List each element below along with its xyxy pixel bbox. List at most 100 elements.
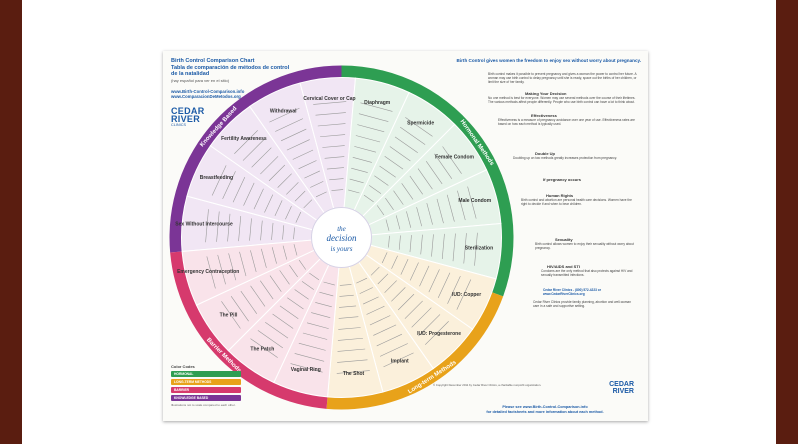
fine-print-line [416,207,423,227]
method-label-6[interactable]: Spermicide [407,120,434,126]
center-line-3: is yours [331,245,353,253]
fine-print-line [315,112,346,116]
fine-print-line [280,128,307,142]
fine-print-line [295,211,302,223]
method-label-14[interactable]: Vaginal Ring [291,367,321,373]
method-label-4[interactable]: Cervical Cover or Cap [303,96,355,102]
fine-print-line [319,291,334,297]
color-legend: Color Codes HORMONAL LONG-TERM METHODS B… [171,364,241,407]
legend-row-barrier: BARRIER [171,387,241,393]
method-label-3[interactable]: Withdrawal [270,108,297,114]
fine-print-line [360,102,393,112]
fine-print-line [298,259,307,270]
fine-print-line [467,186,477,219]
fine-print-line [355,135,381,143]
section-title-1: Effectiveness [531,113,557,118]
method-label-13[interactable]: The Shot [343,371,365,377]
fine-print-line [339,294,354,297]
fine-print-line [285,206,292,220]
fine-print-line [397,293,415,311]
fine-print-line [388,235,390,248]
fine-print-line [243,182,255,206]
fine-print-line [269,107,300,123]
fine-print-line [279,305,299,319]
fine-print-line [304,170,320,179]
fine-print-line [329,178,344,181]
fine-print-line [428,269,440,293]
fine-print-line [324,156,345,159]
method-label-10[interactable]: IUD: Copper [452,292,481,298]
center-line-1: the [337,225,346,233]
fine-print-line [309,272,320,281]
method-label-15[interactable]: The Patch [250,347,274,353]
method-label-12[interactable]: Implant [391,359,409,365]
fine-print-line [370,266,380,276]
double-up-paragraph: Doubling up on two methods greatly incre… [513,156,617,160]
center-disc [311,207,372,268]
fine-print-line [326,167,344,170]
fine-print-line [425,321,449,345]
fine-print-line [452,233,456,262]
fine-print-line [216,211,220,242]
intro-paragraph: Birth control makes it possible to preve… [488,72,637,84]
fine-print-line [358,113,389,122]
fine-print-line [222,171,236,199]
fine-print-line [349,178,364,184]
fine-print-line [242,138,265,161]
fine-print-line [356,277,368,284]
footer-line-1[interactable]: Please see www.Birth-Control-Comparison.… [502,405,588,409]
fine-print-line [298,342,326,351]
legend-row-knowledge: KNOWLEDGE BASED [171,395,241,401]
fine-print-line [232,176,246,203]
fine-print-line [301,281,314,290]
fine-print-line [260,156,279,175]
method-label-16[interactable]: The Pill [220,313,238,319]
fine-print-line [293,227,295,240]
website-link-spanish[interactable]: www.ComparacionDeMetodos.org [171,93,241,99]
fine-print-line [417,168,433,190]
website-link[interactable]: www.Birth-Control-Comparison.info [171,88,245,94]
fine-print-line [275,118,303,132]
fine-print-line [251,147,272,168]
fine-print-line [391,287,406,302]
fine-print-line [323,281,335,286]
method-sectors [181,77,502,398]
fine-print-line [409,235,412,253]
section-title-5: Sexuality [555,237,573,242]
method-label-8[interactable]: Male Condom [458,198,491,204]
fine-print-line [274,200,283,216]
section-title-2: Double Up [535,151,555,156]
method-label-9[interactable]: Sterilization [465,246,493,252]
fine-print-line [250,285,266,307]
fine-print-line [293,244,298,256]
method-text-blocks [205,101,478,374]
footer-logo: CEDAR RIVER [609,381,634,395]
fine-print-line [456,279,472,310]
fine-print-line [405,117,433,137]
method-label-17[interactable]: Emergency Contraception [177,269,239,275]
method-label-11[interactable]: IUD: Progesterone [417,331,461,337]
fine-print-line [373,324,397,336]
method-label-0[interactable]: Sex Without Intercourse [175,221,233,227]
fine-print-line [385,197,394,210]
method-label-2[interactable]: Fertility Awareness [221,136,267,142]
poster: Birth Control Comparison Chart Tabla de … [163,51,648,421]
method-label-1[interactable]: Breastfeeding [200,175,233,181]
section-title-3: If pregnancy occurs [543,177,582,182]
fine-print-line [290,363,323,373]
fine-print-line [434,153,453,179]
fine-print-line [260,220,263,241]
fine-print-line [265,321,289,339]
fine-print-line [420,234,423,255]
method-label-5[interactable]: Diaphragm [364,100,391,106]
fine-print-line [374,175,389,186]
fine-print-line [239,251,247,277]
fine-print-line [409,175,423,195]
copyright: © Copyright December 2011 by Cedar River… [433,382,542,387]
legend-footnote: Illustrations not to scale compared to e… [171,403,236,407]
fine-print-line [306,322,329,329]
fine-print-line [337,348,366,352]
footer-line-2: for detailed factsheets and more informa… [486,410,604,414]
method-label-7[interactable]: Female Condom [435,154,474,160]
fine-print-line [302,332,328,340]
